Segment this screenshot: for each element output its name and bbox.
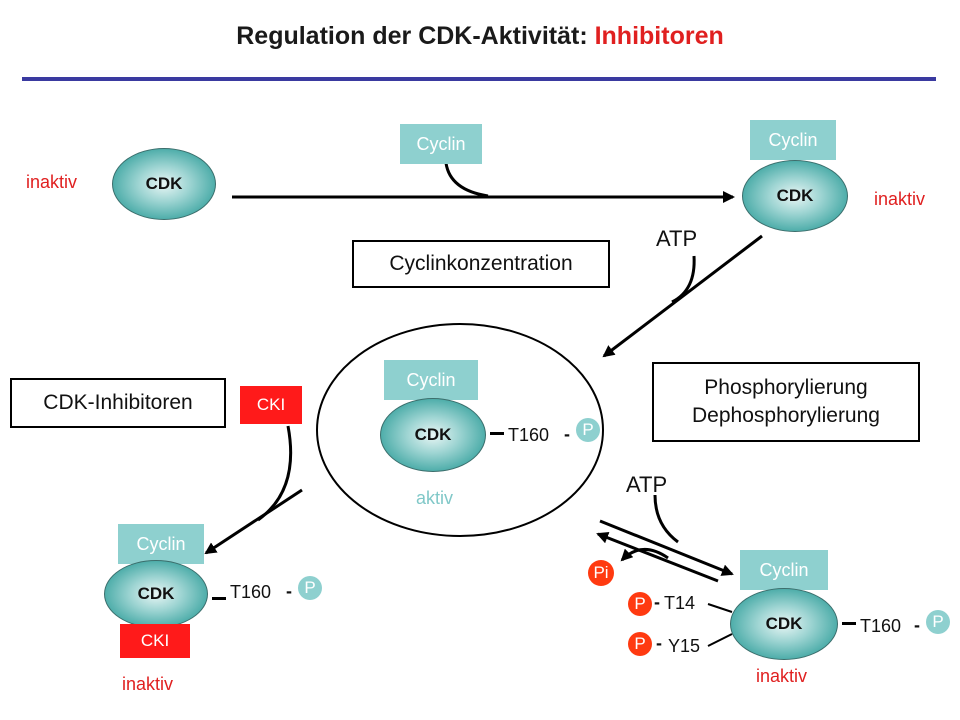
cki-label: CKI xyxy=(256,395,286,414)
connector-y15 xyxy=(707,633,733,647)
label-t160-bottom-left: T160 xyxy=(230,582,272,602)
box-phospho-line2: Dephosphorylierung xyxy=(692,404,880,427)
cyclin-label: Cyclin xyxy=(759,559,809,580)
cdk-active: CDK xyxy=(380,398,486,472)
connector-t14 xyxy=(707,603,733,613)
curve-pi-out xyxy=(620,548,669,562)
cyclin-active: Cyclin xyxy=(384,360,478,400)
phosphate-y15: P xyxy=(628,632,652,656)
label-atp-bottom: ATP xyxy=(626,472,668,497)
cdk-label: CDK xyxy=(776,186,814,205)
arrow-dephosphorylation xyxy=(596,532,719,583)
cdk-label: CDK xyxy=(137,584,175,603)
bond-bottom-right xyxy=(842,622,856,625)
cdk-label: CDK xyxy=(145,174,183,193)
curve-atp-top xyxy=(671,255,696,304)
phosphate-t160-bottom-right: P xyxy=(926,610,950,634)
cki-bound: CKI xyxy=(120,624,190,658)
phosphate-t160-active: P xyxy=(576,418,600,442)
curve-atp-bottom xyxy=(653,494,679,544)
label-inactive-bottom-left: inaktiv xyxy=(122,674,174,694)
page-title: Regulation der CDK-Aktivität: Inhibitore… xyxy=(0,22,960,51)
label-inactive-top-left: inaktiv xyxy=(26,172,78,192)
sep-t160-bottom-left: - xyxy=(286,581,292,601)
label-t160-bottom-right: T160 xyxy=(860,616,902,636)
cyclin-label: Cyclin xyxy=(768,129,818,150)
cyclin-label: Cyclin xyxy=(406,369,456,390)
sep-y15: - xyxy=(656,633,662,653)
cyclin-label: Cyclin xyxy=(136,533,186,554)
label-active: aktiv xyxy=(416,488,454,508)
phosphate-label: P xyxy=(634,594,646,613)
box-phosphorylation: Phosphorylierung Dephosphorylierung xyxy=(652,362,920,442)
label-y15: Y15 xyxy=(668,636,701,656)
label-inactive-bottom-right: inaktiv xyxy=(756,666,808,686)
phosphate-released: Pi xyxy=(588,560,614,586)
curve-cki-in xyxy=(257,425,293,522)
phosphate-t160-bottom-left: P xyxy=(298,576,322,600)
box-phospho-line1: Phosphorylierung xyxy=(704,376,868,399)
box-cdk-inhibitors: CDK-Inhibitoren xyxy=(10,378,226,428)
sep-t160-bottom-right: - xyxy=(914,615,920,635)
title-accent: Inhibitoren xyxy=(594,22,724,50)
title-main: Regulation der CDK-Aktivität: xyxy=(236,22,595,50)
sep-t14: - xyxy=(654,592,660,612)
cki-incoming: CKI xyxy=(240,386,302,424)
arrow-phosphorylation xyxy=(599,519,734,576)
pi-label: Pi xyxy=(593,563,609,582)
phosphate-label: P xyxy=(932,612,944,631)
sep-t160-active: - xyxy=(564,424,570,444)
cyclin-bottom-left: Cyclin xyxy=(118,524,204,564)
cdk-top-left: CDK xyxy=(112,148,216,220)
cdk-label: CDK xyxy=(414,425,452,444)
bond-bottom-left xyxy=(212,597,226,600)
phosphate-label: P xyxy=(634,634,646,653)
active-complex-ellipse xyxy=(316,323,604,537)
label-t14: T14 xyxy=(664,593,696,613)
cyclin-bottom-right: Cyclin xyxy=(740,550,828,590)
cyclin-top-right: Cyclin xyxy=(750,120,836,160)
cdk-bottom-right: CDK xyxy=(730,588,838,660)
label-inactive-top-right: inaktiv xyxy=(874,189,926,209)
cyclin-label: Cyclin xyxy=(416,133,466,154)
cyclin-incoming: Cyclin xyxy=(400,124,482,164)
label-atp-top: ATP xyxy=(656,226,698,251)
phosphate-label: P xyxy=(304,578,316,597)
label-t160-active: T160 xyxy=(508,425,550,445)
arrow-cki-binding xyxy=(204,488,303,555)
box-cyclin-concentration-text: Cyclinkonzentration xyxy=(389,252,573,275)
cdk-label: CDK xyxy=(765,614,803,633)
title-rule xyxy=(22,77,936,81)
curve-cyclin-in xyxy=(444,162,489,198)
phosphate-label: P xyxy=(582,420,594,439)
phosphate-t14: P xyxy=(628,592,652,616)
cdk-bottom-left: CDK xyxy=(104,560,208,628)
box-cyclin-concentration: Cyclinkonzentration xyxy=(352,240,610,288)
cki-label: CKI xyxy=(140,631,170,650)
box-cdk-inhibitors-text: CDK-Inhibitoren xyxy=(43,391,193,414)
cdk-top-right: CDK xyxy=(742,160,848,232)
bond-active xyxy=(490,432,504,435)
